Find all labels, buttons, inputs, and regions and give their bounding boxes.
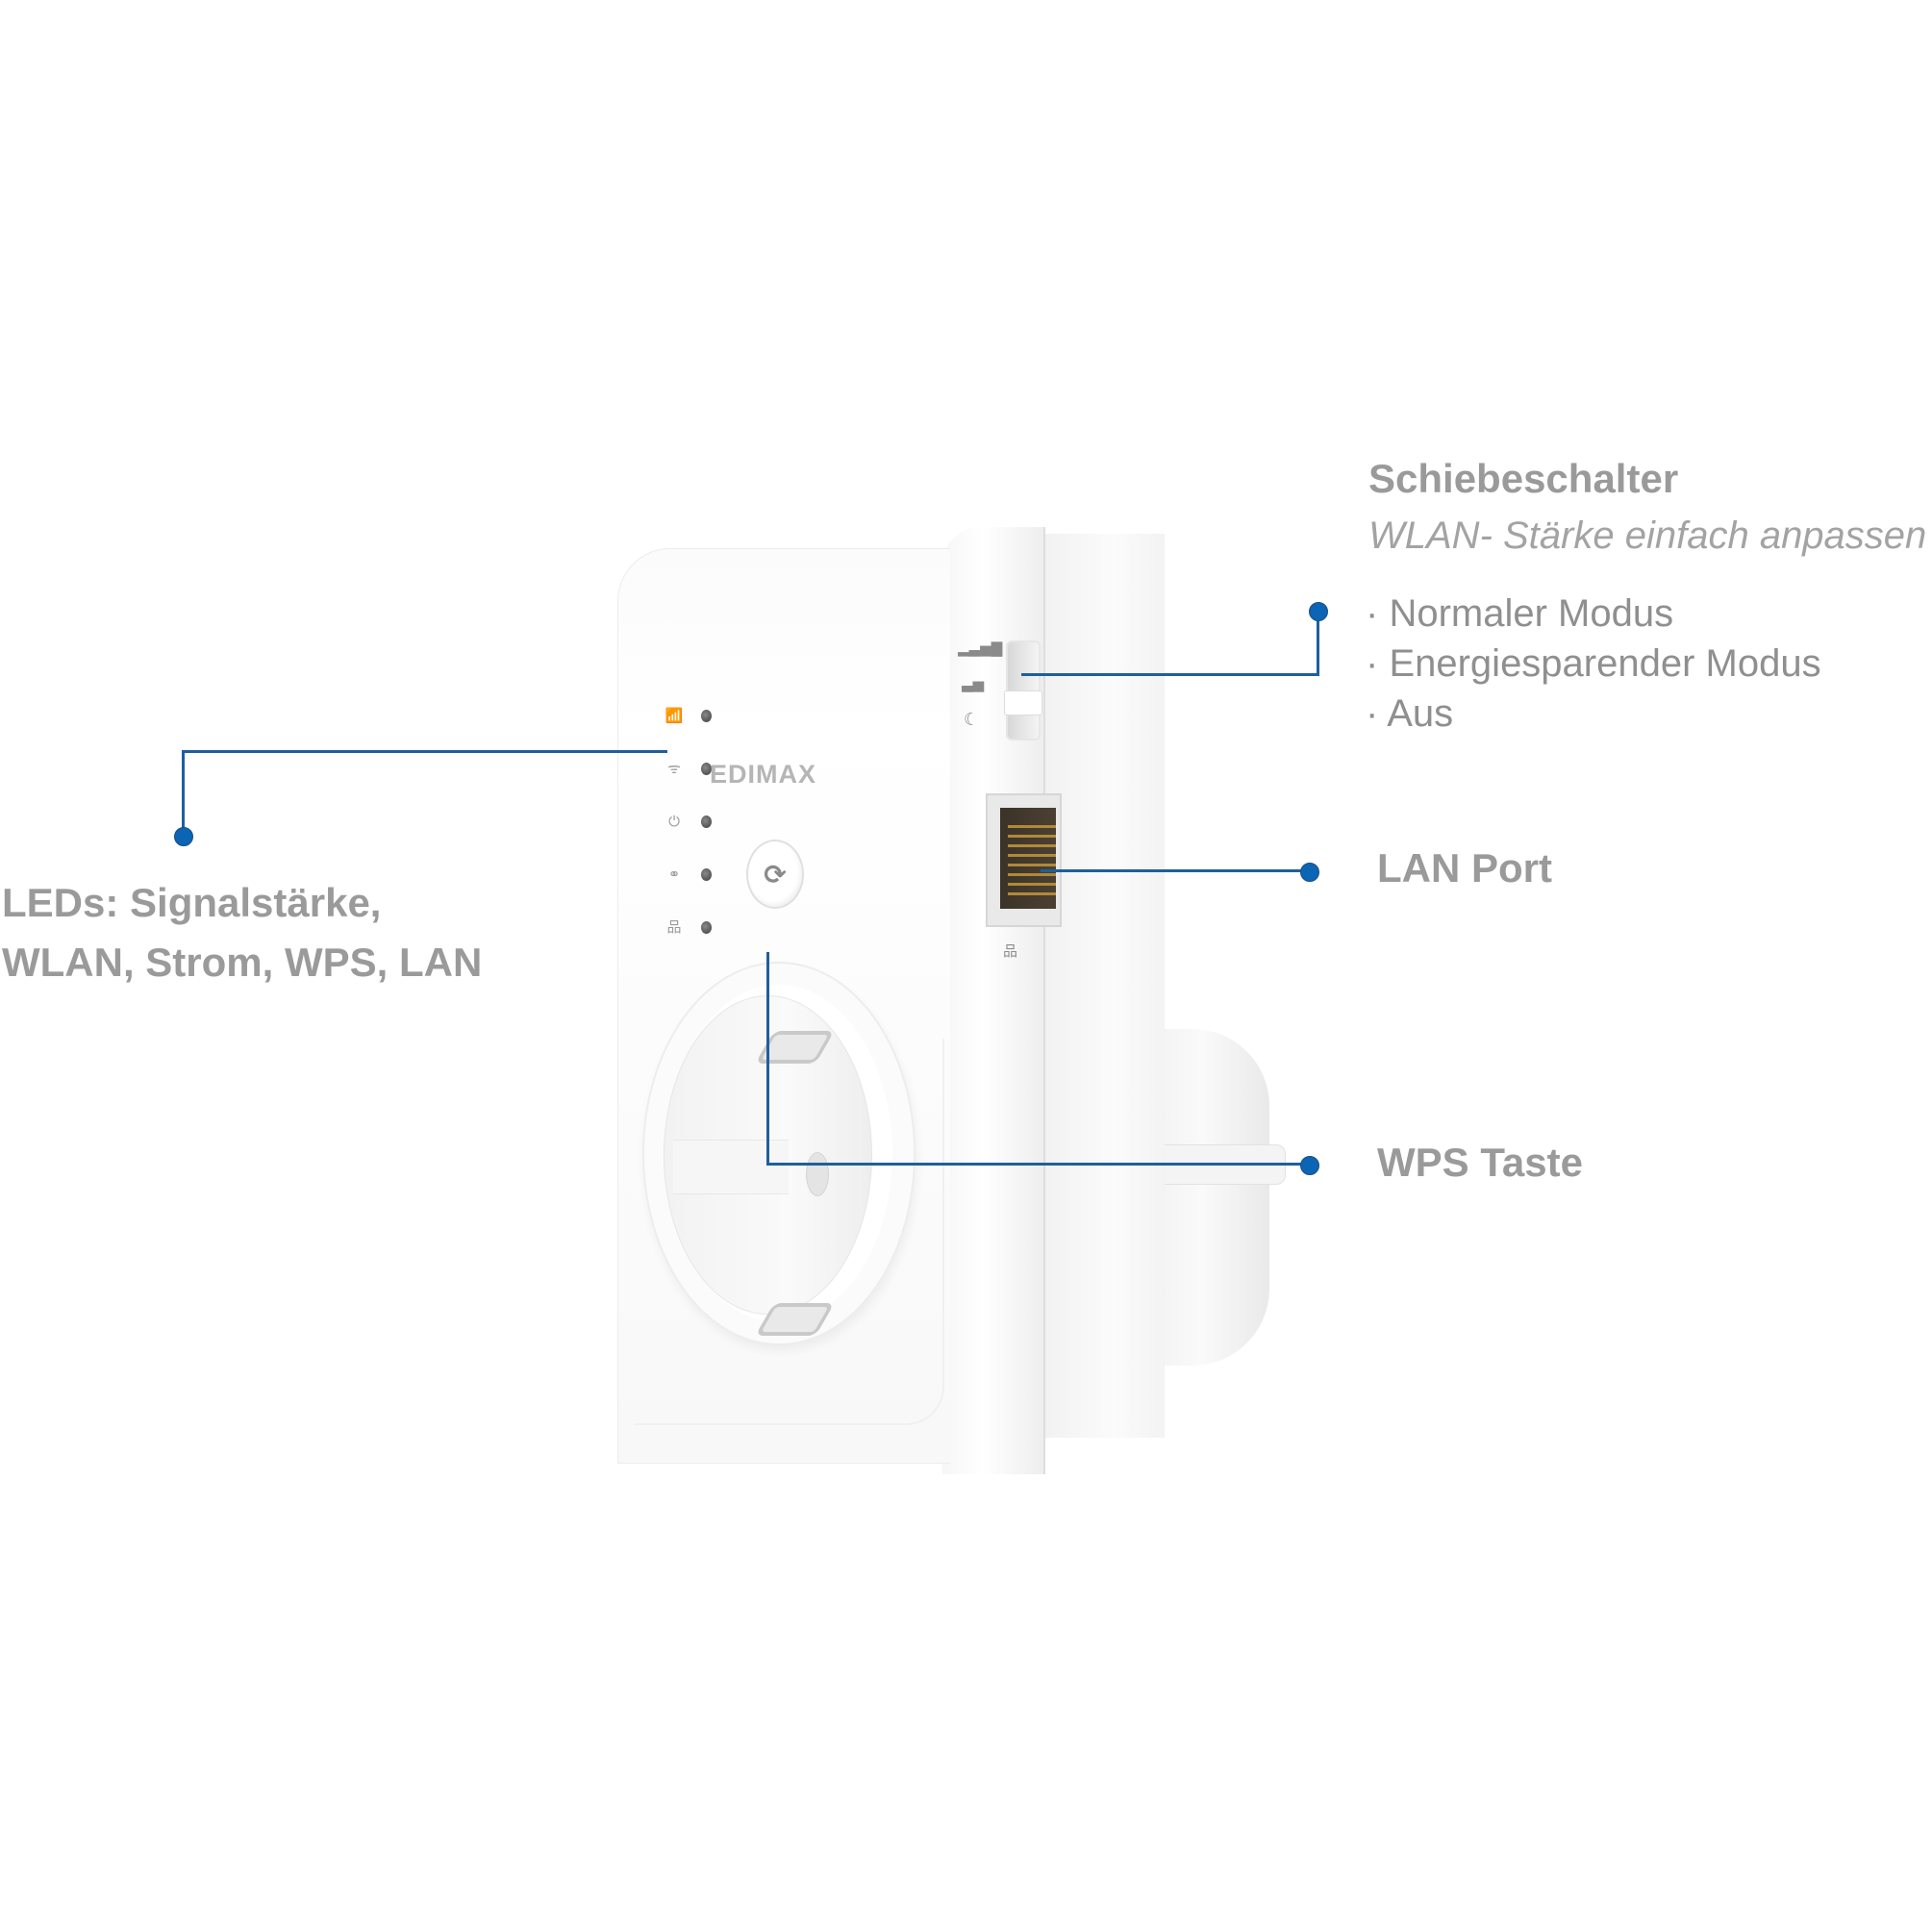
leds-callout-line2: WLAN, Strom, WPS, LAN: [2, 940, 483, 985]
lan-port-cavity: [1000, 808, 1056, 909]
lan-pin: [1008, 883, 1056, 886]
wps-callout-dot: [1300, 1156, 1319, 1175]
slider-callout-line-v: [1317, 613, 1319, 676]
lan-port-label: LAN Port: [1377, 845, 1552, 891]
socket-pin-hole: [806, 1152, 829, 1196]
led-wps: ⚭: [635, 862, 712, 887]
led-light: [701, 709, 712, 722]
lan-pin: [1008, 854, 1056, 857]
wps-icon: ⚭: [667, 866, 681, 883]
network-icon: 品: [666, 918, 682, 936]
leds-callout-line-v: [182, 750, 185, 837]
slider-callout-title: Schiebeschalter: [1368, 456, 1679, 501]
brand-logo: EDIMAX: [710, 760, 817, 789]
device-front-inset: [635, 1039, 944, 1425]
led-lan: 品: [635, 915, 712, 940]
full-signal-icon: ▂▃▅▇: [958, 640, 1003, 657]
lan-pin: [1008, 835, 1056, 838]
device-side-panel: [1039, 534, 1165, 1438]
wps-callout-line-v: [766, 952, 769, 1166]
wps-callout-line-h: [766, 1163, 1310, 1166]
led-light: [701, 867, 712, 881]
slider-mode-off: Aus: [1366, 689, 1821, 739]
leds-callout-dot: [174, 827, 193, 846]
lan-pin: [1008, 864, 1056, 866]
leds-callout-line1: LEDs: Signalstärke,: [2, 880, 382, 925]
led-wlan: ᯤ: [635, 756, 712, 781]
lan-pin: [1008, 844, 1056, 847]
signal-bars-icon: 📶: [665, 707, 684, 724]
slider-mode-list: Normaler Modus Energiesparender Modus Au…: [1366, 589, 1821, 739]
slider-callout-dot: [1309, 602, 1328, 621]
socket-center-bar: [673, 1140, 789, 1194]
lan-pin: [1008, 873, 1056, 876]
slider-mode-normal: Normaler Modus: [1366, 589, 1821, 639]
slider-mode-energy-saving: Energiesparender Modus: [1366, 639, 1820, 689]
half-signal-icon: ▃▅: [962, 676, 985, 692]
lan-callout-dot: [1300, 863, 1319, 882]
led-signal-strength: 📶: [635, 703, 712, 728]
led-light: [701, 762, 712, 775]
wps-sync-icon: ⟳: [764, 859, 787, 890]
power-icon: ⏻: [668, 813, 680, 830]
lan-pin: [1008, 825, 1056, 828]
wifi-icon: ᯤ: [667, 760, 681, 777]
moon-icon: ☾: [964, 710, 980, 729]
wps-button-label: WPS Taste: [1377, 1140, 1583, 1185]
lan-pin: [1008, 892, 1056, 895]
led-power: ⏻: [635, 809, 712, 834]
lan-callout-line: [1041, 869, 1310, 872]
wps-button[interactable]: ⟳: [746, 840, 804, 909]
network-icon: 品: [1003, 943, 1018, 960]
mode-slider-knob[interactable]: [1004, 690, 1042, 715]
slider-callout-line-h: [1021, 673, 1319, 676]
slider-callout-subtitle: WLAN- Stärke einfach anpassen: [1368, 514, 1927, 557]
leds-callout-line-h: [182, 750, 667, 753]
led-light: [701, 815, 712, 828]
led-light: [701, 920, 712, 934]
